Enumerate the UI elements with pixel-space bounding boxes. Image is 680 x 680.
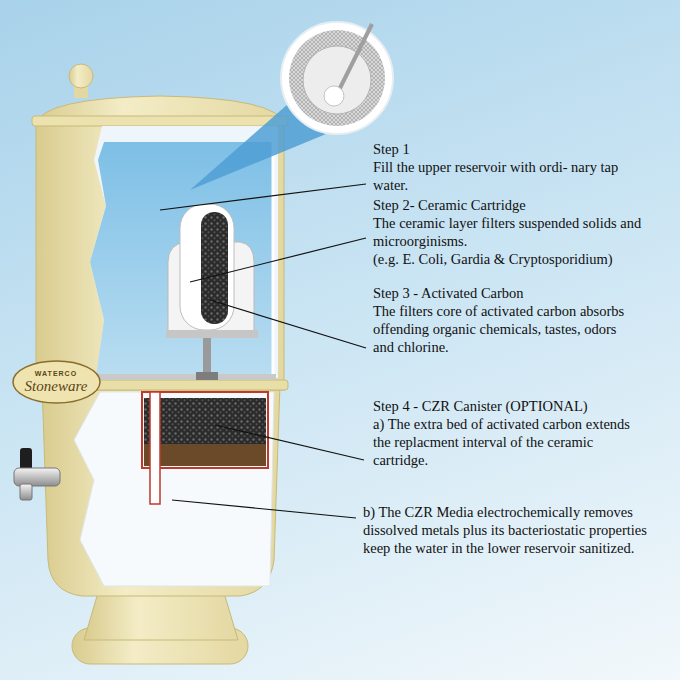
step-text: (e.g. E. Coli, Gardia & Cryptosporidium) xyxy=(373,250,613,268)
step-heading: Step 4 - CZR Canister (OPTIONAL) xyxy=(373,397,588,415)
step-heading: Step 2- Ceramic Cartridge xyxy=(373,196,526,214)
step-text: Fill the upper reservoir with ordi- nary… xyxy=(373,158,625,194)
step-heading: Step 3 - Activated Carbon xyxy=(373,284,524,302)
step-text: The ceramic layer filters suspended soli… xyxy=(373,214,665,250)
step-text: The filters core of activated carbon abs… xyxy=(373,302,625,356)
product-name: Stoneware xyxy=(25,378,88,395)
brand-badge: WATERCOStoneware xyxy=(12,360,101,404)
step-text: a) The extra bed of activated carbon ext… xyxy=(373,415,643,469)
brand-name: WATERCO xyxy=(25,369,88,378)
step-heading: Step 1 xyxy=(373,140,410,158)
step-text: b) The CZR Media electrochemically remov… xyxy=(363,503,663,557)
